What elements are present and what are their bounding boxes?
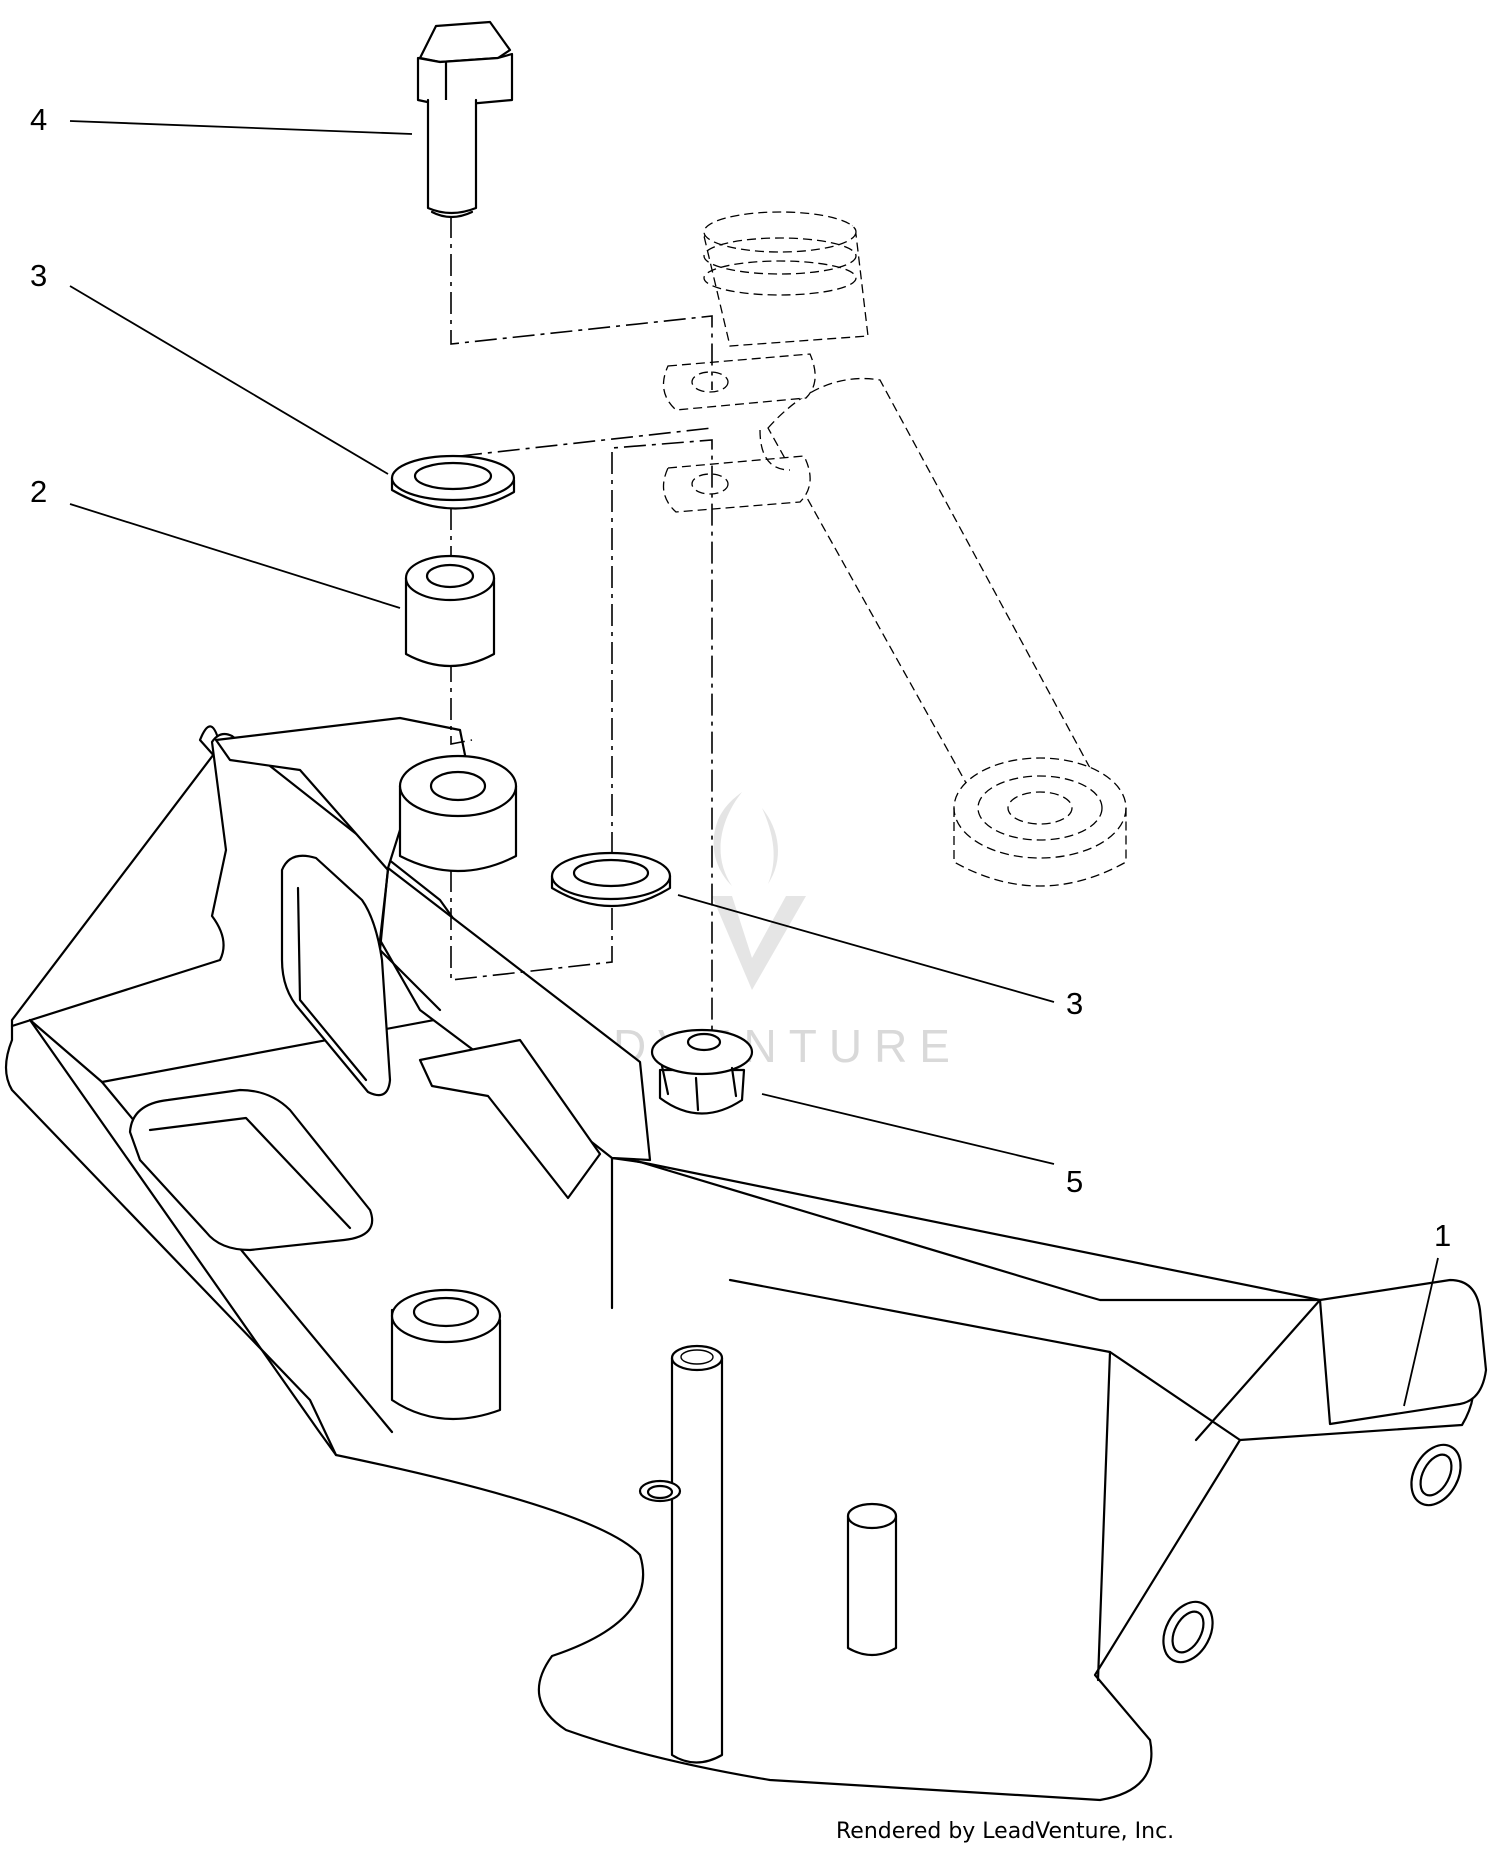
bracket-boss-mount bbox=[398, 754, 518, 873]
callout-2-spacer: 2 bbox=[30, 474, 47, 509]
callout-1-bracket: 1 bbox=[1434, 1218, 1451, 1253]
leadventure-logo-mark bbox=[712, 792, 806, 990]
flange-lock-nut bbox=[650, 1028, 754, 1115]
cylinder-phantom bbox=[662, 211, 1127, 887]
callout-3-washer-upper: 3 bbox=[30, 258, 47, 293]
callout-3-washer-lower: 3 bbox=[1066, 986, 1083, 1021]
callout-labels: 4 3 2 3 5 1 bbox=[30, 102, 1451, 1253]
callout-leaders bbox=[69, 120, 1439, 1407]
render-credit: Rendered by LeadVenture, Inc. bbox=[836, 1819, 1174, 1844]
flat-washer-lower bbox=[550, 851, 672, 908]
callout-5-nut: 5 bbox=[1066, 1164, 1083, 1199]
spacer-bushing bbox=[404, 554, 496, 668]
hex-bolt bbox=[416, 20, 514, 219]
callout-4-bolt: 4 bbox=[30, 102, 47, 137]
flat-washer-upper bbox=[390, 454, 516, 510]
bracket-weldment bbox=[4, 716, 1488, 1802]
